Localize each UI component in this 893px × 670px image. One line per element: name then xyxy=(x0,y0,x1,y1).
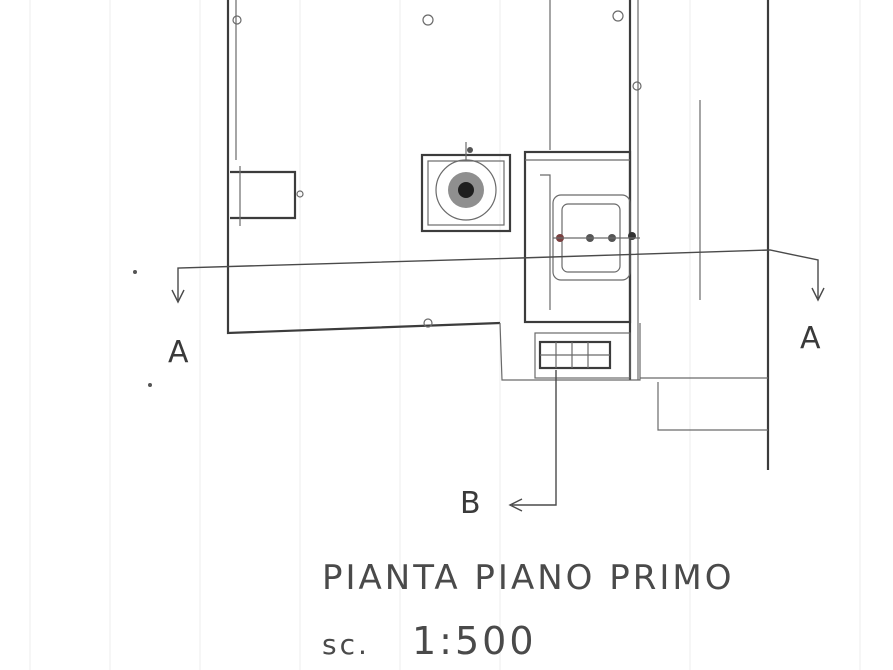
section-a-right-label: A xyxy=(800,321,821,356)
scale-prefix: sc. xyxy=(322,628,370,661)
section-b-label: B xyxy=(460,486,481,521)
wall-niche xyxy=(230,166,304,226)
section-a-left-label: A xyxy=(168,335,189,370)
drawing-title: PIANTA PIANO PRIMO xyxy=(322,558,735,598)
scale-value: 1:500 xyxy=(412,619,537,663)
building-outline xyxy=(226,0,770,470)
section-line-a xyxy=(133,249,825,387)
lower-annex xyxy=(499,322,641,381)
section-line-b xyxy=(508,370,557,512)
spiral-stair xyxy=(420,142,512,233)
service-core xyxy=(523,150,640,324)
